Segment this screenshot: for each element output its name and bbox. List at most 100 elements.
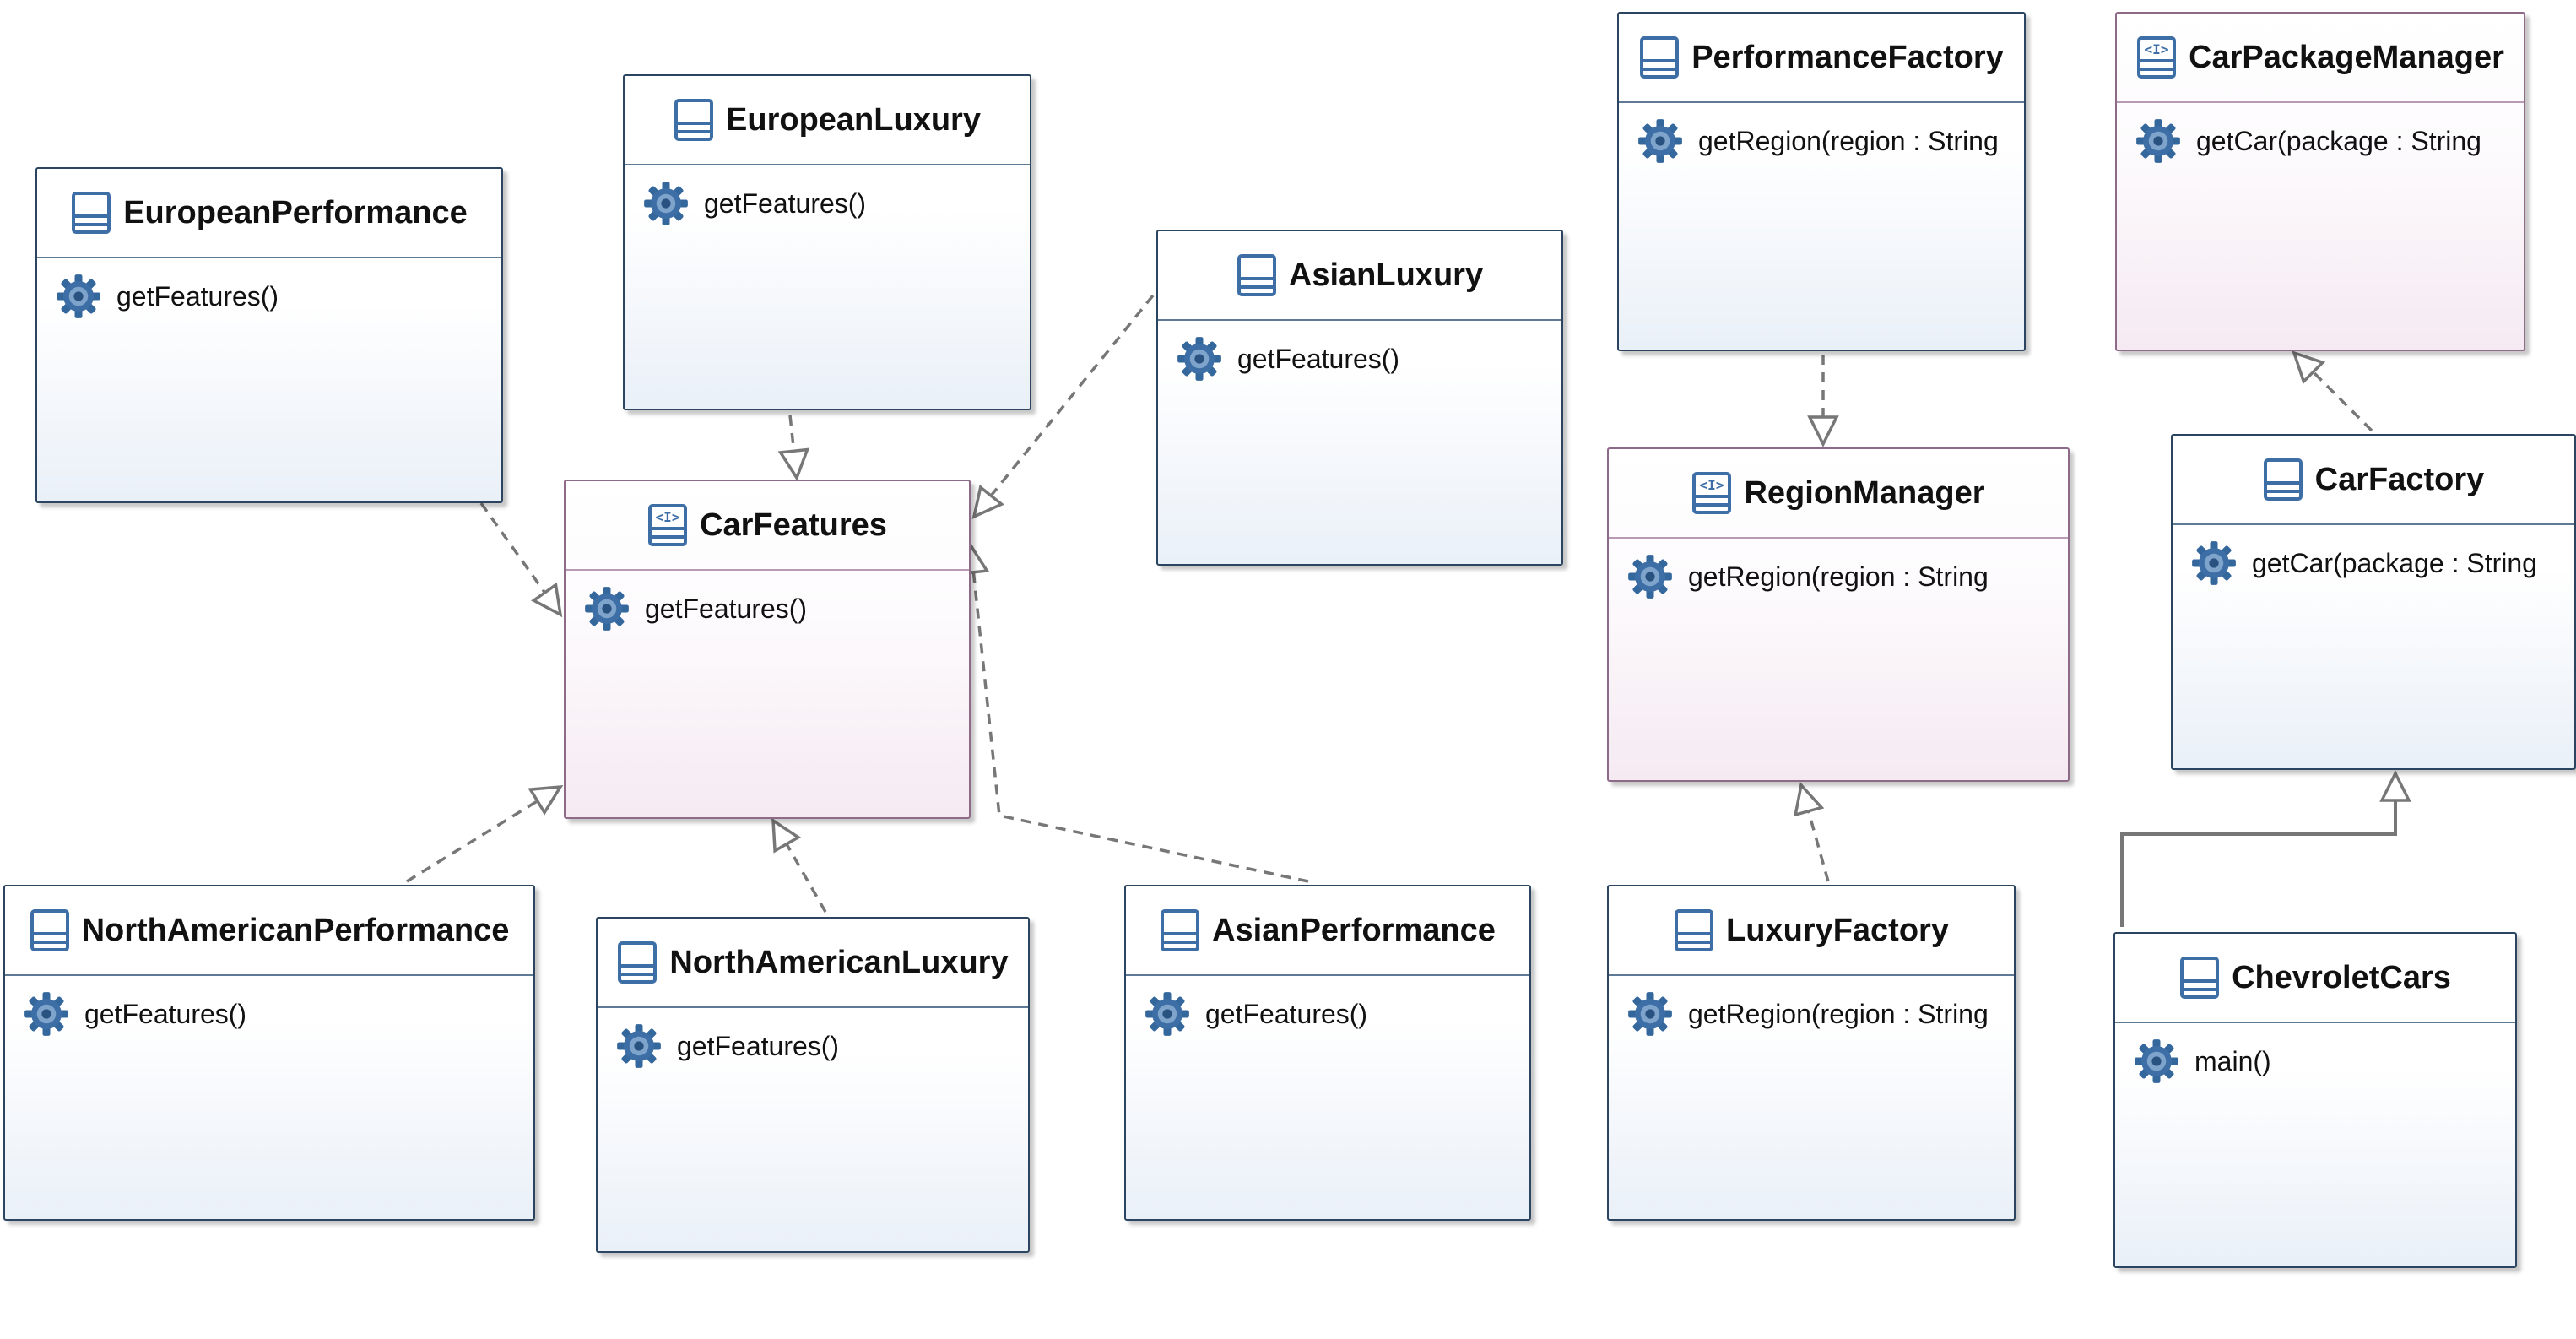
- class-european-performance[interactable]: EuropeanPerformance getFeatures(): [35, 167, 503, 503]
- hollow-arrowhead: [2379, 770, 2411, 802]
- interface-header: <I> CarPackageManager: [2117, 14, 2524, 103]
- class-performance-factory[interactable]: PerformanceFactory getRegion(region : St…: [1617, 12, 2026, 351]
- realization-line: [479, 501, 562, 616]
- class-name: PerformanceFactory: [1691, 39, 2004, 75]
- class-asian-performance[interactable]: AsianPerformance getFeatures(): [1124, 885, 1531, 1221]
- interface-header: <I> RegionManager: [1609, 449, 2068, 539]
- interface-name: RegionManager: [1744, 474, 1985, 511]
- method-signature: getRegion(region : String: [1688, 998, 1989, 1029]
- class-header: PerformanceFactory: [1619, 14, 2024, 103]
- class-name: LuxuryFactory: [1726, 912, 1949, 948]
- class-north-american-performance[interactable]: NorthAmericanPerformance getFeatures(): [3, 885, 535, 1221]
- method-signature: getFeatures(): [677, 1030, 840, 1061]
- svg-text:<I>: <I>: [656, 509, 680, 525]
- hollow-arrowhead: [777, 447, 810, 481]
- class-icon: [2263, 458, 2303, 501]
- hollow-arrowhead: [528, 784, 564, 816]
- interface-name: CarPackageManager: [2189, 39, 2504, 75]
- class-asian-luxury[interactable]: AsianLuxury getFeatures(): [1156, 230, 1563, 566]
- class-header: NorthAmericanLuxury: [598, 919, 1028, 1008]
- class-name: EuropeanPerformance: [123, 194, 468, 230]
- class-name: CarFactory: [2314, 461, 2485, 497]
- class-header: AsianPerformance: [1126, 886, 1529, 976]
- gear-icon: [1628, 992, 1672, 1036]
- edge-realization-performance-factory-to-region-manager[interactable]: [1807, 355, 1839, 447]
- hollow-arrowhead: [1807, 415, 1839, 447]
- gear-icon: [644, 182, 688, 225]
- class-european-luxury[interactable]: EuropeanLuxury getFeatures(): [623, 74, 1031, 410]
- class-name: NorthAmericanLuxury: [669, 944, 1009, 980]
- realization-line: [1799, 784, 1830, 882]
- method-signature: getFeatures(): [84, 998, 247, 1029]
- gear-icon: [617, 1024, 661, 1068]
- gear-icon: [2192, 541, 2236, 585]
- method-row[interactable]: getRegion(region : String: [1627, 991, 1989, 1037]
- hollow-arrowhead: [771, 817, 802, 854]
- edge-realization-car-factory-to-car-package-manager[interactable]: [2292, 350, 2373, 432]
- method-signature: getFeatures(): [704, 187, 867, 219]
- class-icon: [618, 941, 658, 984]
- method-row[interactable]: getRegion(region : String: [1627, 554, 1989, 599]
- svg-text:<I>: <I>: [1700, 477, 1724, 493]
- realization-line: [969, 545, 1309, 883]
- hollow-arrowhead: [971, 484, 1004, 520]
- interface-icon: <I>: [1692, 472, 1732, 514]
- edge-realization-north-american-performance-to-car-features[interactable]: [406, 784, 564, 883]
- edge-realization-european-performance-to-car-features[interactable]: [479, 501, 563, 618]
- method-row[interactable]: getFeatures(): [1145, 991, 1367, 1037]
- class-name: ChevroletCars: [2232, 959, 2451, 995]
- realization-line: [788, 415, 798, 479]
- hollow-arrowhead: [1793, 782, 1825, 817]
- interface-car-features[interactable]: <I> CarFeatures getFeatures(): [564, 480, 971, 819]
- gear-icon: [2136, 119, 2180, 163]
- generalization-line: [2120, 773, 2397, 927]
- class-icon: [2180, 957, 2220, 999]
- method-signature: main(): [2194, 1045, 2271, 1076]
- method-row[interactable]: getFeatures(): [616, 1023, 839, 1069]
- gear-icon: [1145, 992, 1189, 1036]
- method-row[interactable]: getRegion(region : String: [1637, 118, 1999, 164]
- class-luxury-factory[interactable]: LuxuryFactory getRegion(region : String: [1607, 885, 2016, 1221]
- edge-generalization-chevrolet-cars-to-car-factory[interactable]: [2120, 770, 2411, 927]
- class-name: AsianLuxury: [1288, 257, 1484, 293]
- edge-realization-north-american-luxury-to-car-features[interactable]: [771, 817, 827, 913]
- gear-icon: [1177, 337, 1221, 381]
- edge-realization-luxury-factory-to-region-manager[interactable]: [1793, 782, 1830, 882]
- interface-car-package-manager[interactable]: <I> CarPackageManager getCar(package : S…: [2115, 12, 2525, 351]
- interface-icon: <I>: [2137, 36, 2177, 79]
- method-row[interactable]: main(): [2134, 1038, 2271, 1084]
- class-chevrolet-cars[interactable]: ChevroletCars main(): [2113, 932, 2517, 1268]
- method-signature: getRegion(region : String: [1698, 125, 1999, 156]
- gear-icon: [1638, 119, 1682, 163]
- method-row[interactable]: getFeatures(): [56, 274, 279, 319]
- class-icon: [1640, 36, 1680, 79]
- class-icon: [674, 99, 714, 141]
- method-row[interactable]: getFeatures(): [1177, 336, 1399, 382]
- edge-realization-european-luxury-to-car-features[interactable]: [777, 415, 810, 481]
- method-row[interactable]: getFeatures(): [584, 586, 807, 632]
- class-header: CarFactory: [2173, 436, 2574, 525]
- class-car-factory[interactable]: CarFactory getCar(package : String: [2171, 434, 2576, 770]
- method-row[interactable]: getCar(package : String: [2191, 540, 2537, 586]
- class-icon: [30, 909, 69, 951]
- edge-realization-asian-performance-to-car-features[interactable]: [957, 542, 1309, 883]
- hollow-arrowhead: [531, 582, 563, 618]
- class-header: ChevroletCars: [2115, 934, 2515, 1023]
- svg-text:<I>: <I>: [2145, 41, 2169, 57]
- class-north-american-luxury[interactable]: NorthAmericanLuxury getFeatures(): [596, 917, 1030, 1253]
- method-signature: getFeatures(): [116, 280, 279, 312]
- method-row[interactable]: getCar(package : String: [2135, 118, 2481, 164]
- method-signature: getCar(package : String: [2196, 125, 2481, 156]
- interface-region-manager[interactable]: <I> RegionManager getRegion(region : Str…: [1607, 447, 2070, 782]
- gear-icon: [1628, 555, 1672, 599]
- method-row[interactable]: getFeatures(): [24, 991, 246, 1037]
- realization-line: [406, 785, 561, 883]
- realization-line: [771, 820, 827, 913]
- hollow-arrowhead: [2292, 350, 2326, 385]
- method-signature: getRegion(region : String: [1688, 561, 1989, 592]
- class-icon: [1161, 909, 1200, 951]
- class-icon: [72, 192, 111, 234]
- class-header: NorthAmericanPerformance: [5, 886, 533, 976]
- method-row[interactable]: getFeatures(): [643, 181, 866, 226]
